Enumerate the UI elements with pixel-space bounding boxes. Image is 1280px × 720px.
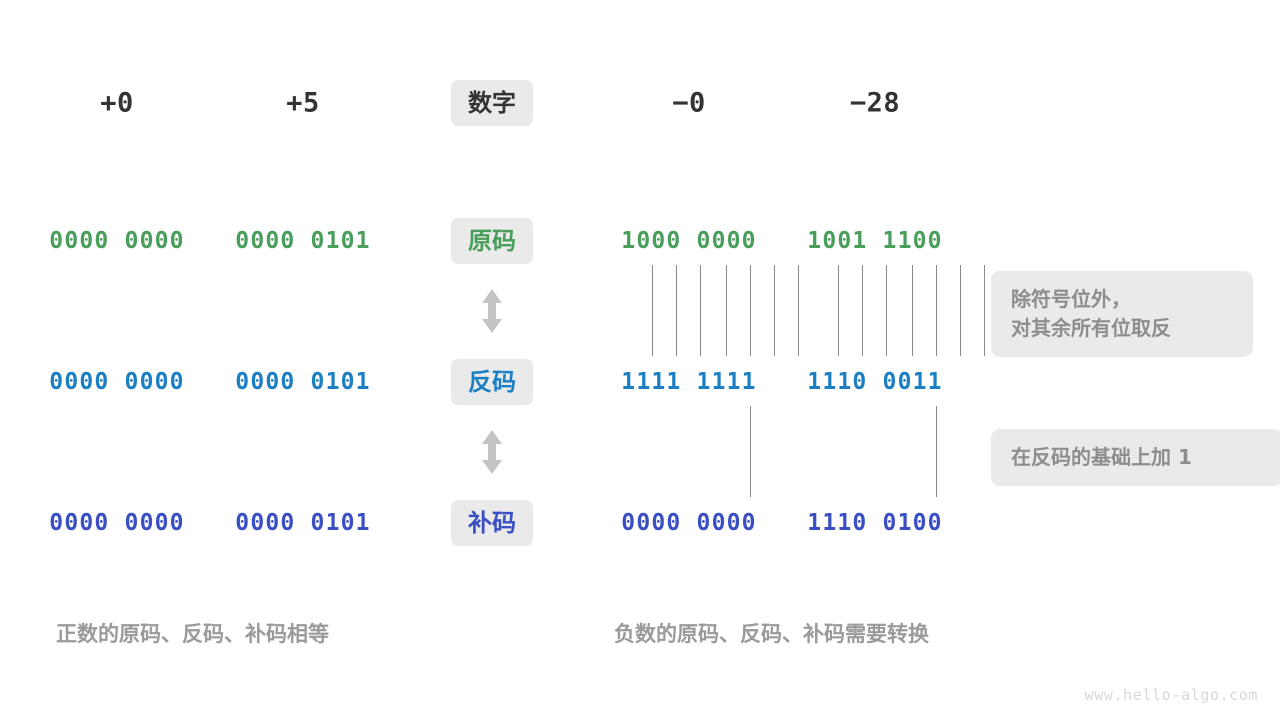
add-one-note: 在反码的基础上加 1 (991, 429, 1280, 486)
connector-line-invert-minus-zero-5 (774, 265, 776, 356)
connector-line-invert-minus-zero-3 (726, 265, 728, 356)
connector-line-invert-minus-28-2 (886, 265, 888, 356)
connector-line-invert-minus-zero-2 (700, 265, 702, 356)
bits-true-form-3: 1001 1100 (807, 228, 943, 254)
arrow-ones-to-twos (477, 428, 507, 480)
header-value-4: −28 (849, 87, 901, 119)
bits-twos-complement-1: 0000 0101 (235, 510, 371, 536)
connector-line-invert-minus-28-1 (862, 265, 864, 356)
negative-caption: 负数的原码、反码、补码需要转换 (614, 622, 929, 646)
bits-ones-complement-0: 0000 0000 (49, 369, 185, 395)
row-label-badge-twos-complement: 补码 (451, 500, 533, 546)
header-value-0: +0 (100, 87, 134, 119)
connector-line-invert-minus-zero-6 (798, 265, 800, 356)
connector-line-invert-minus-zero-1 (676, 265, 678, 356)
bits-twos-complement-0: 0000 0000 (49, 510, 185, 536)
bits-twos-complement-2: 0000 0000 (621, 510, 757, 536)
bits-ones-complement-1: 0000 0101 (235, 369, 371, 395)
connector-line-invert-minus-28-0 (838, 265, 840, 356)
connector-line-invert-minus-28-4 (936, 265, 938, 356)
connector-line-addone-minus-zero-0 (750, 406, 752, 497)
header-value-3: −0 (672, 87, 706, 119)
bits-ones-complement-2: 1111 1111 (621, 369, 757, 395)
header-value-1: +5 (286, 87, 320, 119)
row-label-badge-true-form: 原码 (451, 218, 533, 264)
bits-twos-complement-3: 1110 0100 (807, 510, 943, 536)
positive-caption: 正数的原码、反码、补码相等 (56, 622, 329, 646)
invert-bits-note: 除符号位外， 对其余所有位取反 (991, 271, 1253, 357)
bits-true-form-1: 0000 0101 (235, 228, 371, 254)
row-label-badge-number: 数字 (451, 80, 533, 126)
connector-line-invert-minus-zero-4 (750, 265, 752, 356)
bits-ones-complement-3: 1110 0011 (807, 369, 943, 395)
watermark: www.hello-algo.com (1084, 686, 1258, 704)
connector-line-invert-minus-28-5 (960, 265, 962, 356)
connector-line-addone-minus-28-0 (936, 406, 938, 497)
arrow-true-to-ones (477, 287, 507, 339)
row-label-badge-ones-complement: 反码 (451, 359, 533, 405)
connector-line-invert-minus-28-3 (912, 265, 914, 356)
connector-line-invert-minus-28-6 (984, 265, 986, 356)
connector-line-invert-minus-zero-0 (652, 265, 654, 356)
bits-true-form-2: 1000 0000 (621, 228, 757, 254)
bits-true-form-0: 0000 0000 (49, 228, 185, 254)
